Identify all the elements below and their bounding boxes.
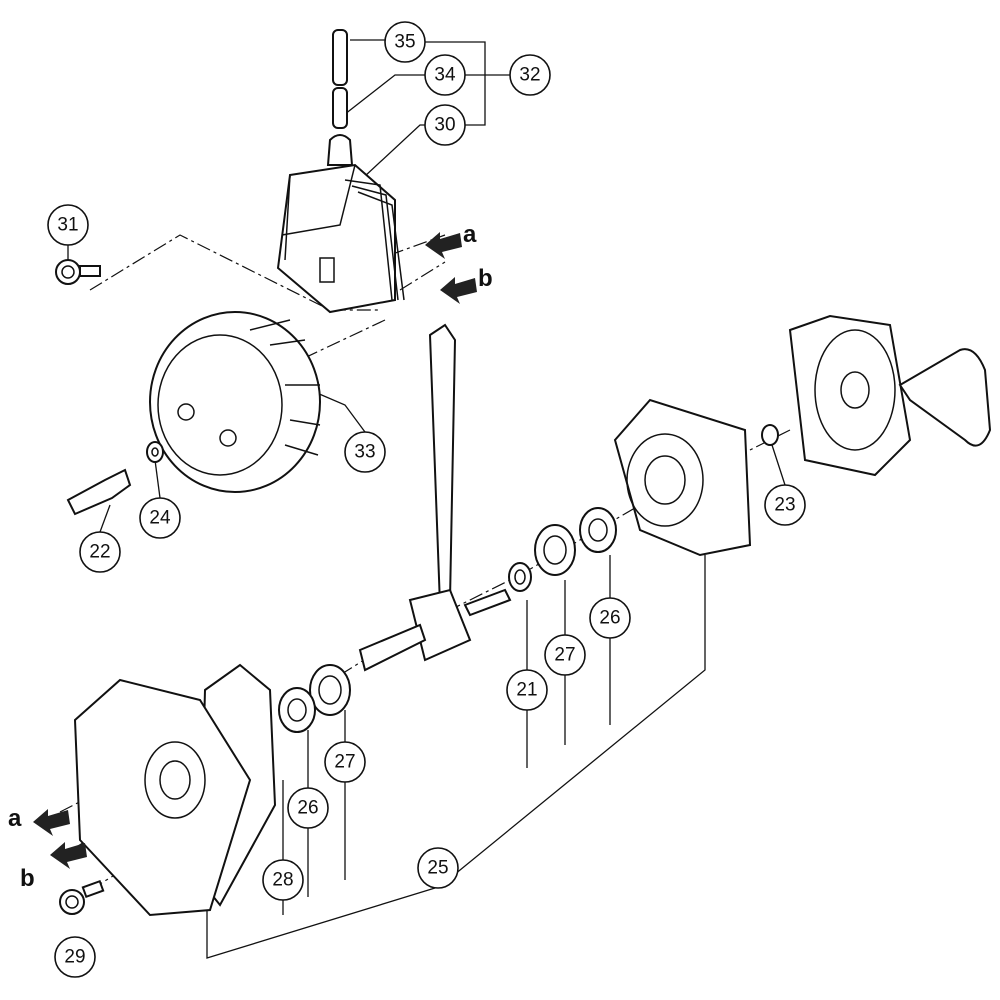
svg-text:30: 30 [434, 115, 455, 136]
svg-text:27: 27 [554, 645, 575, 666]
callout-33: 33 [344, 431, 386, 473]
callout-23: 23 [764, 484, 806, 526]
callout-21: 21 [506, 669, 548, 711]
arrow-b-bottom [50, 842, 87, 869]
fuel-tube-35 [332, 29, 348, 129]
svg-text:29: 29 [64, 947, 85, 968]
callout-26-right: 26 [589, 597, 631, 639]
svg-text:25: 25 [427, 858, 448, 879]
washer-21 [508, 562, 532, 592]
svg-text:24: 24 [149, 508, 171, 529]
callout-27-left: 27 [324, 741, 366, 783]
svg-text:21: 21 [516, 680, 537, 701]
svg-text:27: 27 [334, 752, 355, 773]
nut-22 [66, 468, 132, 516]
callout-28: 28 [262, 859, 304, 901]
callout-26-left: 26 [287, 787, 329, 829]
callout-34: 34 [424, 54, 466, 96]
svg-text:35: 35 [394, 32, 415, 53]
svg-text:32: 32 [519, 65, 540, 86]
bolt-31 [55, 259, 101, 285]
bearing-26-left [278, 687, 316, 733]
crankcase-half-right [613, 398, 752, 557]
callout-30: 30 [424, 104, 466, 146]
callout-24: 24 [139, 497, 181, 539]
grommet-34 [326, 134, 354, 166]
bearing-27-right [534, 524, 576, 576]
callout-25: 25 [417, 847, 459, 889]
svg-text:22: 22 [89, 542, 110, 563]
svg-text:26: 26 [599, 608, 620, 629]
washer-24 [146, 441, 164, 463]
callout-29: 29 [54, 936, 96, 978]
crankcase-half-left [73, 678, 252, 917]
starter-assembly [788, 314, 992, 477]
arrow-b-top [440, 277, 477, 304]
arrow-a-top [425, 232, 462, 259]
svg-text:26: 26 [297, 798, 318, 819]
callout-35: 35 [384, 21, 426, 63]
label-a-top: a [463, 221, 477, 248]
label-a-bottom: a [8, 805, 22, 832]
washer-23 [761, 424, 779, 446]
ignition-coil-30 [276, 163, 405, 314]
svg-text:33: 33 [354, 442, 375, 463]
callout-31: 31 [47, 204, 89, 246]
bearing-26-right [579, 507, 617, 553]
bolt-29 [59, 879, 105, 915]
callout-22: 22 [79, 531, 121, 573]
crankshaft [358, 323, 512, 672]
arrow-a-bottom [33, 809, 70, 836]
leader-lines [67, 39, 786, 959]
flywheel-33 [149, 311, 321, 493]
callout-27-right: 27 [544, 634, 586, 676]
callout-32: 32 [509, 54, 551, 96]
label-b-top: b [478, 265, 493, 292]
svg-text:31: 31 [57, 215, 78, 236]
svg-text:34: 34 [434, 65, 456, 86]
svg-text:28: 28 [272, 870, 293, 891]
bearing-27-left [309, 664, 351, 716]
label-b-bottom: b [20, 865, 35, 892]
svg-text:23: 23 [774, 495, 795, 516]
